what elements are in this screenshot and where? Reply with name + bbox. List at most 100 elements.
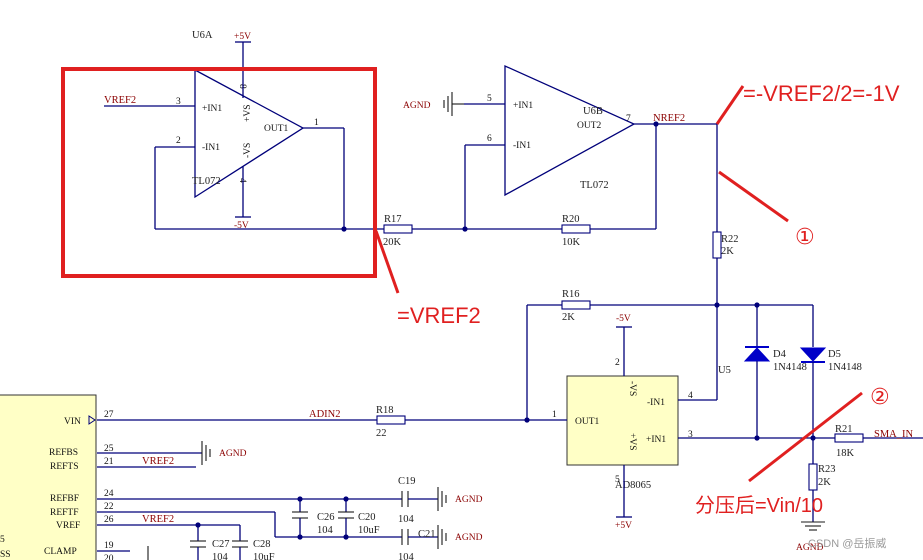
c20-designator: C20 (358, 512, 376, 523)
d5-part: 1N4148 (828, 362, 862, 373)
u6a-pin-num-3: 3 (176, 97, 181, 107)
u6a-part: TL072 (192, 176, 221, 187)
opamp-u6a: U6A TL072 +IN1 -IN1 OUT1 3 2 1 8 4 +VS -… (176, 30, 319, 199)
u6a-vee-label: -5V (234, 221, 249, 231)
resistor-r23: R23 2K (801, 438, 836, 531)
net-sma-in: SMA_IN (874, 429, 914, 440)
u5-pin-in-plus: +IN1 (646, 435, 666, 445)
u6b-pin-in-minus: -IN1 (513, 141, 531, 151)
r16-designator: R16 (562, 289, 580, 300)
u6b-pin-num-5: 5 (487, 94, 492, 104)
net-adin2: ADIN2 (309, 409, 341, 420)
c20-value: 10uF (358, 525, 380, 536)
diode-d5: D5 1N4148 (799, 305, 862, 438)
r18-designator: R18 (376, 405, 394, 416)
u5-pin-num-1: 1 (552, 410, 557, 420)
c19-designator: C19 (398, 476, 416, 487)
r17-designator: R17 (384, 214, 402, 225)
u6a-pin-num-8: 8 (237, 84, 247, 89)
r22-value: 2K (721, 246, 734, 257)
u6b-pin-in-plus: +IN1 (513, 101, 533, 111)
decoupling-caps: C19 104 AGND C21 104 AGND C26 104 C20 10… (190, 476, 483, 560)
annotation-divider: 分压后=Vin/10 (695, 494, 823, 517)
u6a-pin-out: OUT1 (264, 124, 289, 134)
adc-pin-num-19: 19 (104, 541, 114, 551)
nref-branch (712, 124, 722, 400)
u6b-part: TL072 (580, 180, 609, 191)
c21-designator: C21 (418, 529, 436, 540)
r17-value: 20K (383, 237, 402, 248)
u5-wiring (527, 326, 835, 518)
c26-designator: C26 (317, 512, 335, 523)
opamp-u6b: U6B TL072 +IN1 -IN1 OUT2 5 6 7 (487, 64, 636, 197)
resistor-r18: R18 22 (97, 405, 527, 439)
u6a-designator: U6A (192, 30, 213, 41)
r21-designator: R21 (835, 424, 853, 435)
watermark: CSDN @岳振威 (808, 536, 886, 550)
adc-vref-net: VREF2 (142, 514, 174, 525)
u6b-designator: U6B (583, 106, 603, 117)
r21-value: 18K (836, 448, 855, 459)
r16-value: 2K (562, 312, 575, 323)
u5-part: AD8065 (615, 480, 651, 491)
adc-left-char-top: 5 (0, 535, 5, 545)
resistor-r20: R20 10K (561, 214, 591, 248)
adc-pin-num-24: 24 (104, 489, 114, 499)
r22-designator: R22 (721, 234, 739, 245)
u5-pin-vp: +VS (627, 433, 637, 451)
adc-pin-name-refbs: REFBS (49, 448, 78, 458)
resistor-r17: R17 20K (383, 214, 413, 248)
adc-pin-name-reftf: REFTF (50, 508, 79, 518)
u6b-gnd-label: AGND (403, 101, 431, 111)
net-nref2: NREF2 (653, 113, 685, 124)
annotation-marker-2: ② (870, 384, 890, 409)
annotation-marker-1: ① (795, 224, 815, 249)
u6a-pin-num-4: 4 (237, 178, 247, 183)
adc-pin-name-clamp: CLAMP (44, 547, 77, 557)
u6b-pin-num-7: 7 (626, 114, 631, 124)
adc-left-char-bottom: SS (0, 550, 11, 560)
d4-part: 1N4148 (773, 362, 807, 373)
u6b-pin-out: OUT2 (577, 121, 602, 131)
u6a-pin-in-plus: +IN1 (202, 104, 222, 114)
u5-pin-num-3: 3 (688, 430, 693, 440)
adc-refts-net: VREF2 (142, 456, 174, 467)
c19-gnd: AGND (455, 495, 483, 505)
diode-d4: D4 1N4148 (743, 305, 807, 438)
c27-designator: C27 (212, 539, 230, 550)
r18-value: 22 (376, 428, 387, 439)
c26-value: 104 (317, 525, 334, 536)
feedback-wiring (524, 300, 813, 423)
net-vref2-u6a: VREF2 (104, 95, 136, 106)
resistor-r22: R22 2K (721, 234, 739, 257)
annotation-nref-equation: =-VREF2/2=-1V (743, 81, 900, 106)
adc-pin-num-20: 20 (104, 554, 114, 560)
u5-pin-vn: -VS (627, 381, 637, 396)
adc-pin-name-vref: VREF (56, 521, 80, 531)
adc-pins: VIN 27 REFBS 25 AGND REFTS 21 VREF2 REFB… (44, 410, 402, 560)
u5-vee-label: -5V (616, 314, 631, 324)
resistor-r16: R16 2K (562, 289, 580, 323)
u5-pin-num-4: 4 (688, 391, 693, 401)
adc-pin-num-21: 21 (104, 457, 114, 467)
r23-value: 2K (818, 477, 831, 488)
adc-pin-num-22: 22 (104, 502, 114, 512)
c19-value: 104 (398, 514, 415, 525)
u6b-pin-num-6: 6 (487, 134, 492, 144)
r20-designator: R20 (562, 214, 580, 225)
u6a-pin-num-2: 2 (176, 136, 181, 146)
adc-pin-name-vin: VIN (64, 417, 81, 427)
adc-pin-num-25: 25 (104, 444, 114, 454)
adc-pin-name-refbf: REFBF (50, 494, 79, 504)
u6a-wiring (104, 41, 384, 232)
c21-value: 104 (398, 552, 415, 560)
u6a-pin-num-1: 1 (314, 118, 319, 128)
u5-vcc-label: +5V (615, 521, 632, 531)
adc-refbs-gnd: AGND (219, 449, 247, 459)
c21-gnd: AGND (455, 533, 483, 543)
r23-gnd-label: AGND (796, 543, 824, 553)
c27-value: 104 (212, 552, 229, 560)
r20-value: 10K (562, 237, 581, 248)
u5-pin-in-minus: -IN1 (647, 398, 665, 408)
